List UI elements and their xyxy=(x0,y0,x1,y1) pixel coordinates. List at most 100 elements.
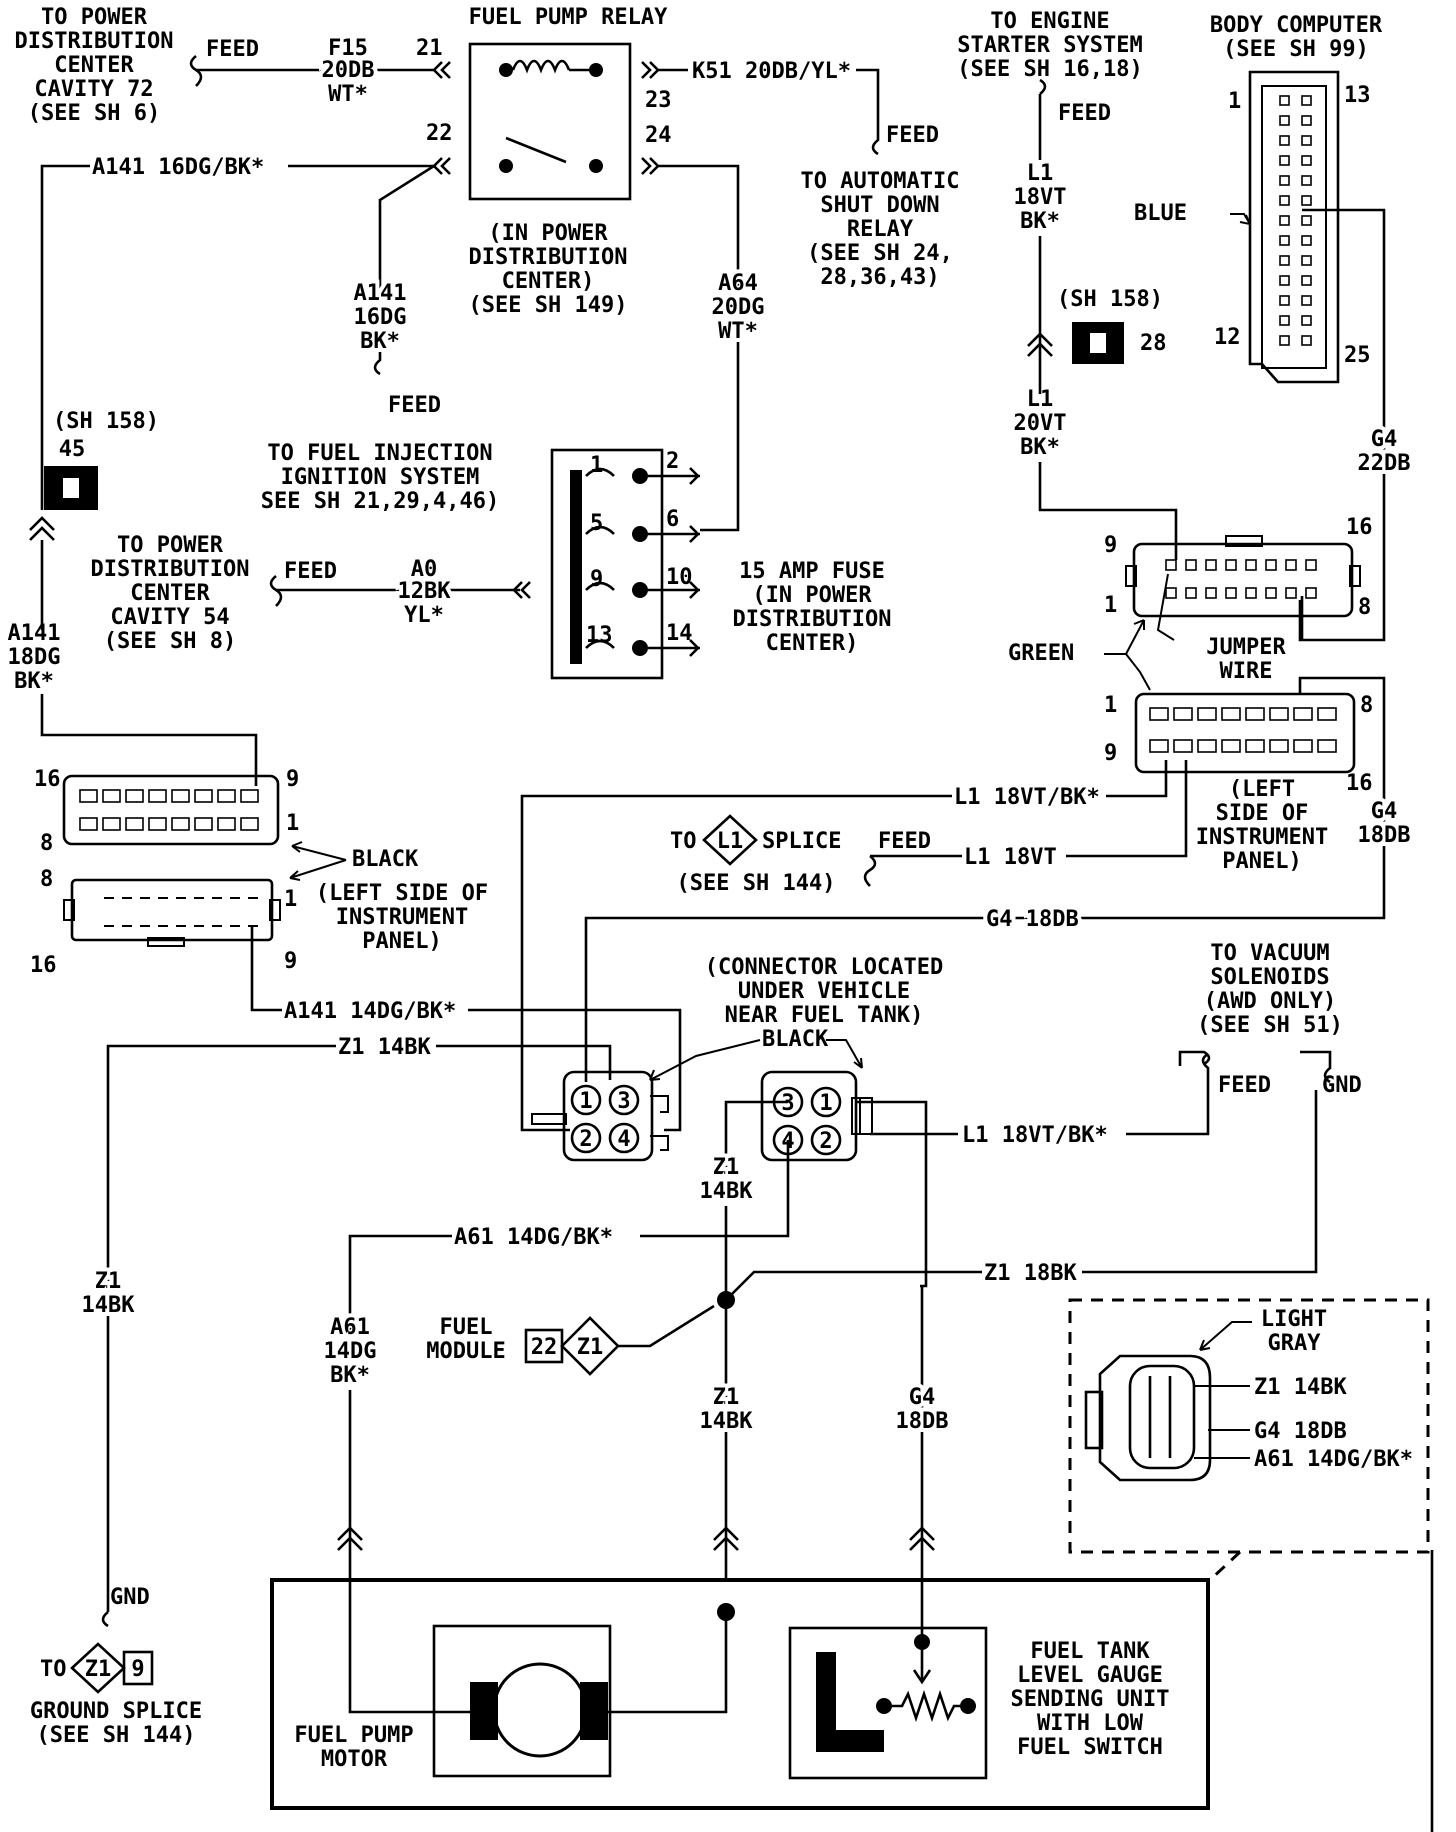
connector-pin xyxy=(1269,707,1289,721)
svg-text:SOLENOIDS: SOLENOIDS xyxy=(1210,965,1329,990)
svg-text:(AWD ONLY): (AWD ONLY) xyxy=(1204,989,1336,1014)
svg-text:WIRE: WIRE xyxy=(1220,659,1273,684)
fuel-tank-module xyxy=(270,1578,1210,1810)
wire-l1-20vt-label: L1 20VT BK* xyxy=(1014,387,1067,460)
wire-z1-18-label: Z1 18BK xyxy=(984,1261,1077,1286)
ground-splice: TO Z1 9 GROUND SPLICE (SEE SH 144) xyxy=(30,1642,202,1748)
black-label-under: BLACK xyxy=(762,1027,829,1052)
relay-note: (IN POWER DISTRIBUTION CENTER) (SEE SH 1… xyxy=(469,221,628,318)
light-gray-connector xyxy=(1084,1354,1250,1482)
low-fuel-switch xyxy=(816,1652,884,1752)
black-connector-a xyxy=(62,774,280,846)
gnd-ground-splice: GND xyxy=(110,1585,150,1610)
bca-pin-9: 9 xyxy=(286,767,299,792)
bc-color-blue: BLUE xyxy=(1134,201,1187,226)
sh158-45-label: (SH 158) 45 xyxy=(53,409,159,462)
svg-text:A61: A61 xyxy=(330,1315,370,1340)
svg-text:MOTOR: MOTOR xyxy=(321,1747,388,1772)
connector-pin xyxy=(1279,215,1290,226)
fuel-pump-motor-icon xyxy=(492,1662,588,1758)
bc-pin-13: 13 xyxy=(1344,83,1371,108)
connector-pin xyxy=(1185,587,1197,599)
chevrons-22 xyxy=(432,157,451,175)
connector-under-vehicle-a xyxy=(562,1070,654,1162)
svg-text:BK*: BK* xyxy=(1020,435,1060,460)
svg-text:CENTER: CENTER xyxy=(54,53,134,78)
fuse-pin-2: 2 xyxy=(666,449,679,474)
green-connector-bottom xyxy=(1134,692,1356,774)
svg-text:TO POWER: TO POWER xyxy=(117,533,224,558)
bca-pin-1: 1 xyxy=(286,811,299,836)
svg-text:TO POWER: TO POWER xyxy=(41,5,148,30)
svg-text:15 AMP FUSE: 15 AMP FUSE xyxy=(739,559,885,584)
pdc-cavity-72-label: TO POWER DISTRIBUTION CENTER CAVITY 72 (… xyxy=(15,5,174,126)
connector-pin xyxy=(1149,707,1169,721)
svg-text:(SEE SH 8): (SEE SH 8) xyxy=(104,629,236,654)
relay-pin-23: 23 xyxy=(645,88,672,113)
svg-text:SIDE OF: SIDE OF xyxy=(1216,801,1309,826)
svg-text:INSTRUMENT: INSTRUMENT xyxy=(336,905,468,930)
svg-text:LIGHT: LIGHT xyxy=(1261,1307,1327,1332)
wire-z1-left-label: Z1 14BK xyxy=(78,1265,140,1322)
svg-text:DISTRIBUTION: DISTRIBUTION xyxy=(733,607,892,632)
svg-text:L1: L1 xyxy=(1027,161,1054,186)
svg-text:(LEFT: (LEFT xyxy=(1229,777,1295,802)
svg-text:18DG: 18DG xyxy=(8,645,61,670)
body-computer-connector xyxy=(1248,70,1340,384)
wire-g4-18-v2-label: G4 18DB xyxy=(892,1381,953,1438)
connector-pin xyxy=(1301,275,1312,286)
fuse-pin-9: 9 xyxy=(590,567,603,592)
connector-pin xyxy=(1293,739,1313,753)
pdc-cavity-54-label: TO POWER DISTRIBUTION CENTER CAVITY 54 (… xyxy=(91,533,250,654)
connector-pin xyxy=(1197,707,1217,721)
svg-text:BODY COMPUTER: BODY COMPUTER xyxy=(1210,13,1383,38)
bcb-pin-16: 16 xyxy=(30,953,57,978)
wire-a61-v-label: A61 14DG BK* xyxy=(320,1311,381,1392)
splice-l1: TO L1 SPLICE (SEE SH 144) xyxy=(670,814,841,896)
feed-engine-starter: FEED xyxy=(1058,101,1111,126)
connector-pin xyxy=(1279,315,1290,326)
fuse-pin-1: 1 xyxy=(590,453,603,478)
body-computer-title: BODY COMPUTER (SEE SH 99) xyxy=(1210,13,1383,62)
connector-pin xyxy=(1279,115,1290,126)
connector-pin xyxy=(217,789,236,803)
svg-text:45: 45 xyxy=(59,437,86,462)
wire-l1-18vt-bk-label: L1 18VT/BK* xyxy=(954,785,1100,810)
svg-text:PANEL): PANEL) xyxy=(1222,849,1301,874)
connector-pin xyxy=(1185,559,1197,571)
connector-pin xyxy=(1301,335,1312,346)
svg-text:(SEE SH 144): (SEE SH 144) xyxy=(37,1723,196,1748)
gct-pin-8: 8 xyxy=(1358,595,1371,620)
svg-text:18DB: 18DB xyxy=(1358,823,1411,848)
svg-text:22DB: 22DB xyxy=(1358,451,1411,476)
connector-pin xyxy=(148,789,167,803)
svg-text:A141: A141 xyxy=(8,621,61,646)
bca-pin-16: 16 xyxy=(34,767,61,792)
fuse-pin-13: 13 xyxy=(586,623,613,648)
wire-a141-16-top-label: A141 16DG/BK* xyxy=(92,155,264,180)
svg-text:BK*: BK* xyxy=(1020,209,1060,234)
svg-text:G4: G4 xyxy=(1371,799,1398,824)
svg-text:(SEE SH 6): (SEE SH 6) xyxy=(28,101,160,126)
connector-pin xyxy=(1205,587,1217,599)
fuse-pin-5: 5 xyxy=(590,511,603,536)
svg-text:TO AUTOMATIC: TO AUTOMATIC xyxy=(801,169,960,194)
gcb-pin-16: 16 xyxy=(1346,771,1373,796)
bcb-pin-1: 1 xyxy=(284,887,297,912)
svg-text:WITH LOW: WITH LOW xyxy=(1037,1711,1144,1736)
gcb-pin-1: 1 xyxy=(1104,693,1117,718)
svg-text:Z1: Z1 xyxy=(95,1269,122,1294)
bc-pin-1: 1 xyxy=(1228,89,1241,114)
svg-text:(SEE SH 144): (SEE SH 144) xyxy=(677,871,836,896)
connector-pin xyxy=(1245,587,1257,599)
svg-text:(SEE SH 24,: (SEE SH 24, xyxy=(807,241,953,266)
relay-switch xyxy=(499,136,603,173)
connector-pin xyxy=(1269,739,1289,753)
connector-pin xyxy=(1165,587,1177,599)
relay-pin-22: 22 xyxy=(426,121,453,146)
svg-text:(CONNECTOR LOCATED: (CONNECTOR LOCATED xyxy=(705,955,943,980)
connector-pin xyxy=(1205,559,1217,571)
wire-z1-18 xyxy=(725,1270,1088,1301)
svg-text:DISTRIBUTION: DISTRIBUTION xyxy=(15,29,174,54)
